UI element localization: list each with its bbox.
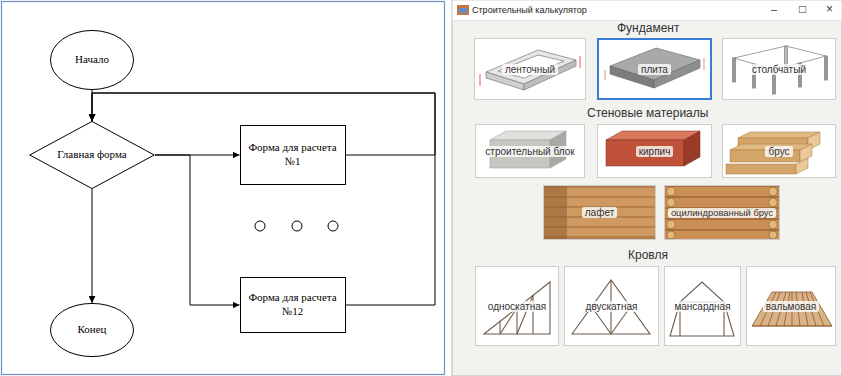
ellipsis-dots <box>255 221 338 231</box>
button-caption: оцилиндрованный брус <box>668 208 776 218</box>
app-window: Строительный калькулятор ленточный плита ст… <box>452 0 842 376</box>
button-caption: лафет <box>582 207 617 218</box>
log-wall-picture <box>543 185 656 240</box>
button-caption: мансардная <box>671 301 733 312</box>
hip-roof-picture <box>752 292 832 326</box>
end-terminal: Конец <box>50 303 134 357</box>
start-terminal: Начало <box>50 30 134 90</box>
image-button: брус <box>722 124 836 178</box>
decision-diamond: Главная форма <box>29 121 155 189</box>
flow-connector <box>92 93 435 305</box>
node-label: Начало <box>75 53 109 67</box>
image-button: оцилиндрованный брус <box>664 185 780 240</box>
flow-connector <box>155 155 240 305</box>
gable-roof-picture <box>572 280 650 334</box>
section-heading: Фундамент <box>617 21 679 35</box>
image-button: мансардная <box>664 266 741 346</box>
button-caption: двускатная <box>583 301 641 312</box>
flow-connector <box>92 189 93 303</box>
image-button: односкатная <box>475 266 559 346</box>
mansard-roof-picture <box>670 282 734 336</box>
window-title: Строительный калькулятор <box>472 5 587 15</box>
window-background <box>452 0 842 376</box>
node-label: Главная форма <box>57 148 126 162</box>
title-bar-line <box>452 20 842 21</box>
brick-picture <box>606 131 700 166</box>
maximize-button: □ <box>799 2 806 16</box>
button-caption: односкатная <box>485 301 549 312</box>
image-button: плита <box>597 38 712 100</box>
node-label: Конец <box>78 323 107 337</box>
pile-foundation-picture <box>733 46 828 94</box>
close-button: × <box>826 2 833 16</box>
image-button: вальмовая <box>746 266 836 346</box>
minimize-button: – <box>771 3 777 15</box>
strip-foundation-picture <box>480 50 580 90</box>
left-panel-frame <box>2 2 445 375</box>
button-caption: брус <box>765 146 792 157</box>
title-bar <box>453 1 842 21</box>
image-button: строительный блок <box>475 124 585 178</box>
button-backgrounds <box>474 38 836 346</box>
image-button: столбчатый <box>722 38 836 100</box>
node-label: Форма для расчета №1 <box>246 141 340 169</box>
process-box: Форма для расчета №1 <box>240 125 346 185</box>
button-caption: ленточный <box>502 64 558 75</box>
button-caption: кирпич <box>636 146 674 157</box>
slab-foundation-picture <box>605 48 704 88</box>
button-caption: вальмовая <box>763 301 819 312</box>
image-button: лафет <box>543 185 656 240</box>
section-heading: Кровля <box>628 248 668 262</box>
button-caption: строительный блок <box>482 146 577 157</box>
image-button: ленточный <box>474 38 586 100</box>
app-icon <box>457 5 469 15</box>
round-log-picture <box>664 185 780 240</box>
timber-picture <box>726 132 820 174</box>
node-label: Форма для расчета №12 <box>246 291 340 319</box>
button-caption: столбчатый <box>749 64 809 75</box>
section-heading: Стеновые материалы <box>587 106 708 120</box>
process-box: Форма для расчета №12 <box>240 277 346 333</box>
button-caption: плита <box>638 64 671 75</box>
shed-roof-picture <box>484 282 550 334</box>
image-button: двускатная <box>564 266 659 346</box>
image-button: кирпич <box>597 124 712 178</box>
